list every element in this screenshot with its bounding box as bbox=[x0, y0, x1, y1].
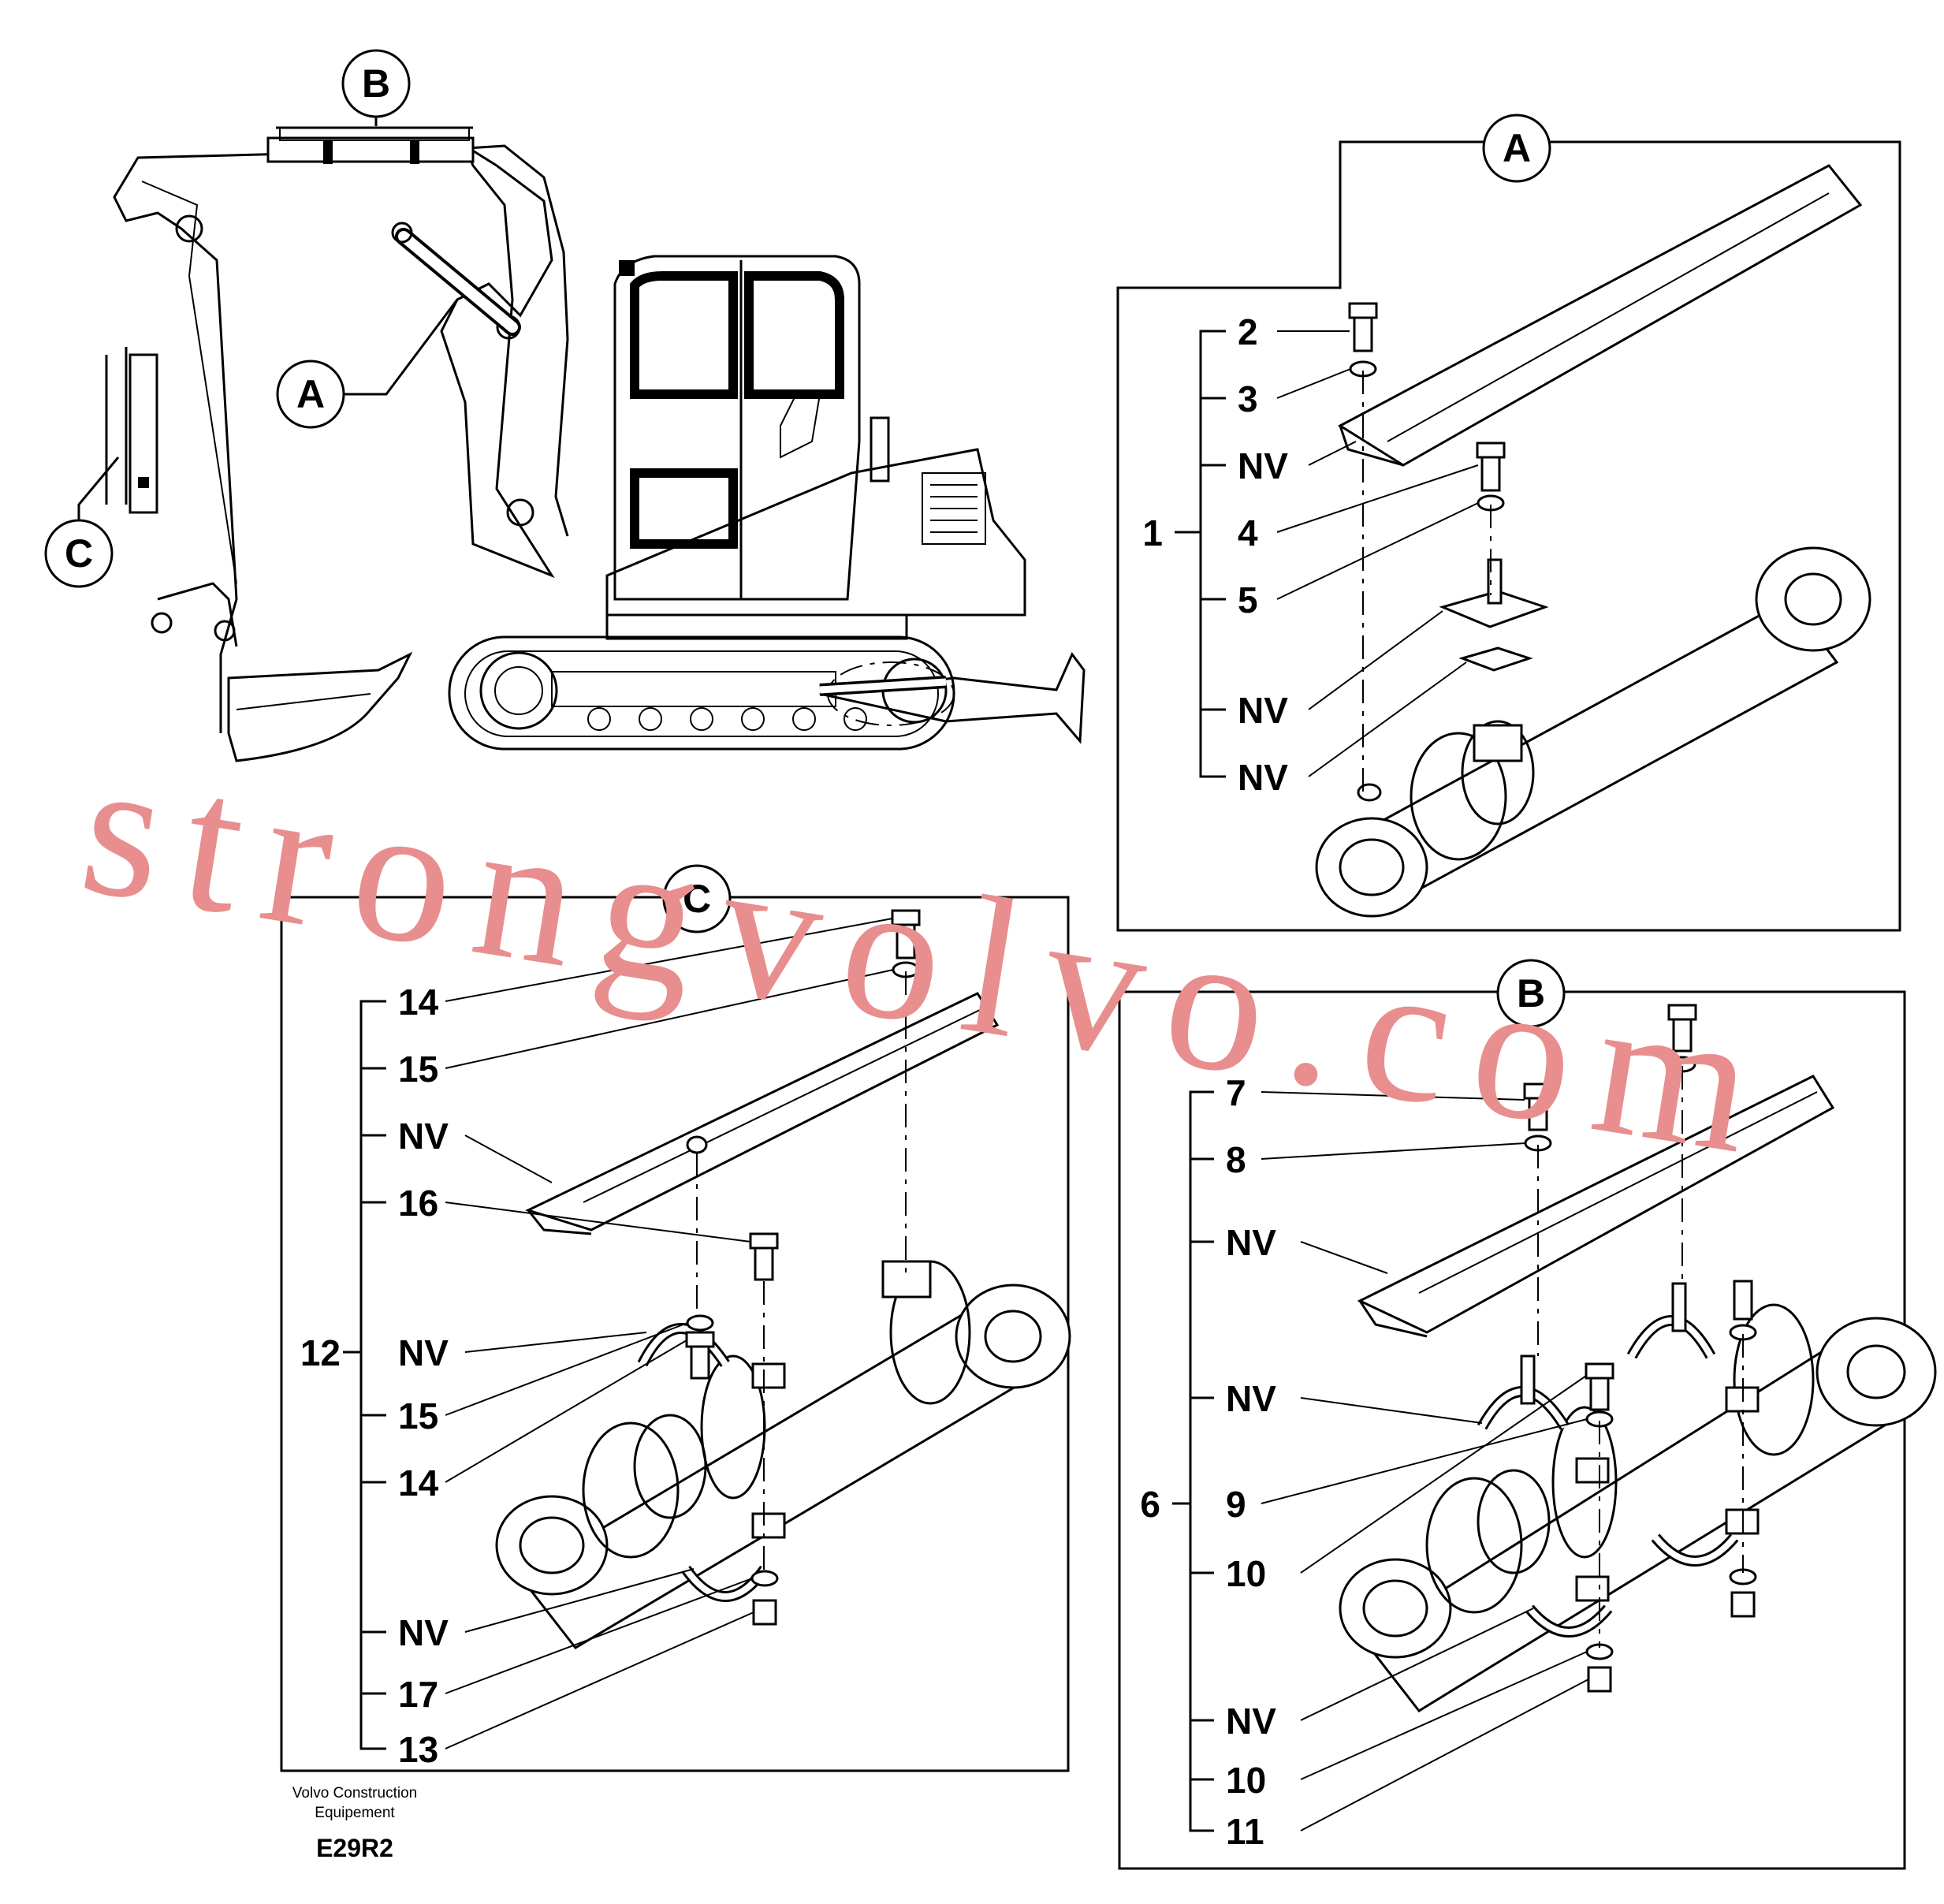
overview-callout-a-label: A bbox=[296, 372, 325, 416]
panel-b-group: 6 bbox=[1140, 1484, 1160, 1525]
panel-b-item-8: 10 bbox=[1226, 1760, 1266, 1801]
overview-callout-a: A bbox=[276, 299, 459, 429]
overview-callout-c: C bbox=[44, 456, 120, 588]
panel-c-item-5: NV bbox=[398, 1332, 449, 1373]
panel-c-item-2: 15 bbox=[398, 1049, 438, 1090]
panel-c-item-1: 14 bbox=[398, 982, 439, 1023]
panel-a-item-1: 2 bbox=[1238, 311, 1258, 352]
panel-a-item-3: NV bbox=[1238, 445, 1288, 486]
panel-a-item-6: NV bbox=[1238, 690, 1288, 731]
panel-c-item-7: 14 bbox=[398, 1462, 439, 1503]
panel-c-label: C bbox=[683, 877, 711, 921]
publisher-line-1: Volvo Construction bbox=[292, 1785, 417, 1802]
panel-b-item-3: NV bbox=[1226, 1222, 1276, 1263]
overview-callout-b: B bbox=[341, 49, 411, 126]
panel-b-item-7: NV bbox=[1226, 1701, 1276, 1742]
panel-b: B bbox=[1118, 959, 1937, 1870]
overview-callout-b-label: B bbox=[362, 61, 390, 106]
panel-c-item-8: NV bbox=[398, 1612, 449, 1653]
drawing-code: E29R2 bbox=[316, 1834, 393, 1862]
excavator-illustration bbox=[105, 126, 1086, 762]
panel-a-item-2: 3 bbox=[1238, 378, 1258, 419]
panel-b-item-5: 9 bbox=[1226, 1484, 1246, 1525]
panel-a-item-5: 5 bbox=[1238, 579, 1258, 620]
panel-c-item-10: 13 bbox=[398, 1729, 438, 1770]
panel-a-label: A bbox=[1503, 126, 1531, 170]
panel-c-item-4: 16 bbox=[398, 1183, 438, 1224]
panel-b-item-2: 8 bbox=[1226, 1139, 1246, 1180]
panel-b-label: B bbox=[1517, 971, 1545, 1015]
panel-c: C bbox=[280, 864, 1071, 1772]
panel-c-item-3: NV bbox=[398, 1116, 449, 1157]
panel-b-item-6: 10 bbox=[1226, 1553, 1266, 1594]
panel-c-item-9: 17 bbox=[398, 1674, 438, 1715]
panel-a-item-7: NV bbox=[1238, 757, 1288, 798]
panel-b-item-1: 7 bbox=[1226, 1072, 1246, 1113]
overview-callout-c-label: C bbox=[65, 531, 93, 576]
publisher-line-2: Equipement bbox=[315, 1805, 395, 1821]
panel-a-item-4: 4 bbox=[1238, 512, 1258, 553]
panel-c-group: 12 bbox=[300, 1332, 341, 1373]
publisher-footer: Volvo Construction Equipement E29R2 bbox=[292, 1785, 417, 1862]
panel-a: A bbox=[1116, 114, 1901, 932]
panel-b-item-9: 11 bbox=[1226, 1811, 1264, 1852]
panel-a-group: 1 bbox=[1142, 512, 1163, 553]
panel-c-item-6: 15 bbox=[398, 1395, 438, 1436]
panel-b-item-4: NV bbox=[1226, 1378, 1276, 1419]
